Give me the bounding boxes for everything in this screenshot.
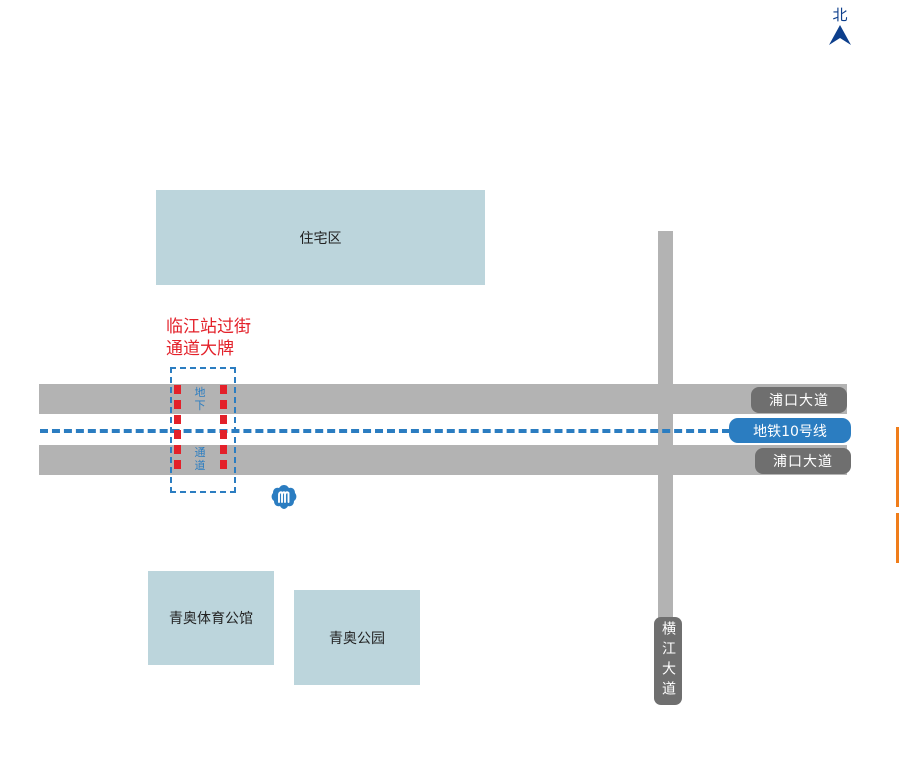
gym-building-label: 青奥体育公馆 <box>169 611 253 627</box>
road-upper-label: 浦口大道 <box>751 387 847 413</box>
stair-step <box>174 400 181 409</box>
park-area-label: 青奥公园 <box>329 630 385 647</box>
stair-step <box>174 385 181 394</box>
passage-stairs-right <box>220 385 227 475</box>
metro-line-label: 地铁10号线 <box>729 418 851 443</box>
road-vertical-label: 横江大道 <box>654 617 682 705</box>
residential-area: 住宅区 <box>156 190 485 285</box>
road-lower <box>39 445 847 475</box>
accent-bar-top <box>896 427 899 507</box>
stair-step <box>174 445 181 454</box>
stair-step <box>174 430 181 439</box>
road-vertical <box>658 231 673 700</box>
accent-bar-bottom <box>896 513 899 563</box>
stair-step <box>220 415 227 424</box>
metro-logo-icon <box>271 485 297 509</box>
stair-step <box>220 400 227 409</box>
metro-line <box>40 429 730 433</box>
north-indicator: 北 <box>826 6 854 46</box>
stair-step <box>220 385 227 394</box>
north-label: 北 <box>832 6 848 24</box>
stair-step <box>220 430 227 439</box>
highlight-label: 临江站过街 通道大牌 <box>166 317 251 359</box>
residential-area-label: 住宅区 <box>299 230 342 247</box>
underground-passage <box>170 367 236 493</box>
north-arrow-icon <box>829 25 851 45</box>
stair-step <box>220 460 227 469</box>
park-area: 青奥公园 <box>294 590 420 685</box>
passage-stairs-left <box>174 385 181 475</box>
passage-text-bottom: 通道 <box>194 446 206 472</box>
passage-text-top: 地下 <box>194 386 206 412</box>
stair-step <box>174 460 181 469</box>
road-lower-label: 浦口大道 <box>755 448 851 474</box>
stair-step <box>174 415 181 424</box>
road-upper <box>39 384 847 414</box>
stair-step <box>220 445 227 454</box>
gym-building: 青奥体育公馆 <box>148 571 274 665</box>
